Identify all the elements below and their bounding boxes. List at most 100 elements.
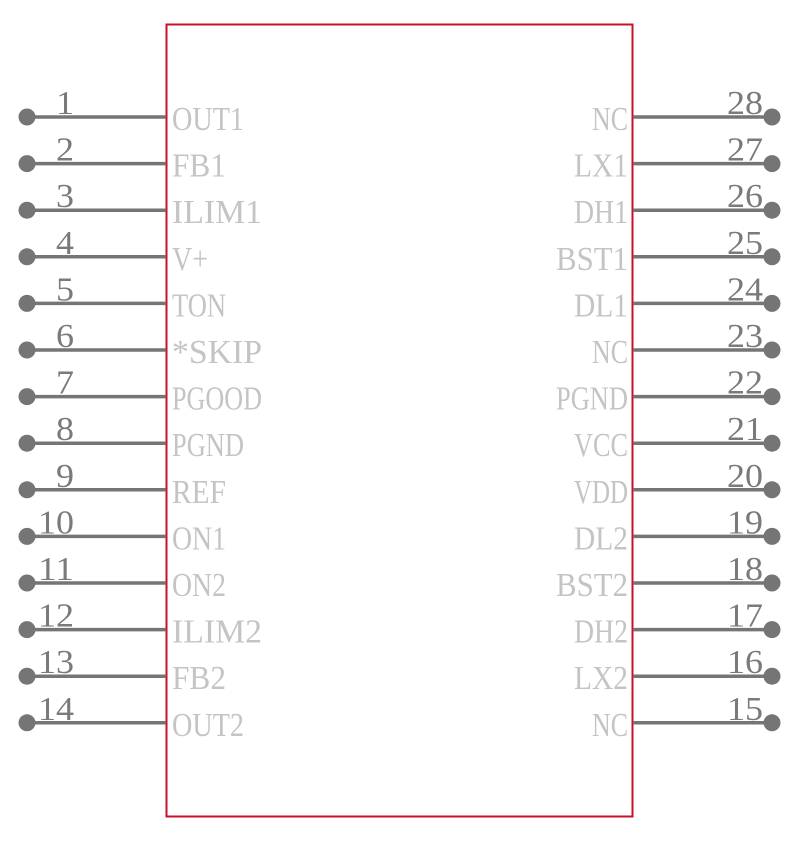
pin-name: LX2: [574, 660, 628, 697]
pin-number: 8: [56, 411, 74, 448]
pin-16: [633, 667, 781, 685]
pin-endpoint-dot[interactable]: [763, 155, 781, 173]
pin-name: DL1: [574, 287, 628, 324]
pin-name: DL2: [574, 520, 628, 557]
pin-number: 20: [727, 458, 763, 495]
pin-name: NC: [592, 101, 628, 138]
pin-endpoint-dot[interactable]: [763, 527, 781, 545]
pin-number: 11: [38, 551, 74, 588]
pin-name: VDD: [574, 474, 628, 511]
pin-name: OUT1: [172, 101, 244, 138]
pin-number: 26: [727, 178, 763, 215]
pin-number: 10: [38, 504, 74, 541]
pin-endpoint-dot[interactable]: [18, 527, 36, 545]
pin-endpoint-dot[interactable]: [763, 248, 781, 266]
pin-endpoint-dot[interactable]: [763, 294, 781, 312]
pin-4: [18, 248, 166, 266]
pin-number: 5: [56, 271, 74, 308]
pin-name: TON: [172, 287, 226, 324]
pin-name: REF: [172, 474, 226, 511]
pin-number: 19: [727, 504, 763, 541]
pin-name: DH1: [574, 194, 628, 231]
pin-12: [18, 621, 166, 639]
pin-endpoint-dot[interactable]: [763, 481, 781, 499]
pin-endpoint-dot[interactable]: [18, 481, 36, 499]
pin-endpoint-dot[interactable]: [18, 108, 36, 126]
pin-endpoint-dot[interactable]: [763, 388, 781, 406]
pin-endpoint-dot[interactable]: [18, 434, 36, 452]
pin-name: OUT2: [172, 707, 244, 744]
pin-number: 17: [727, 598, 763, 635]
pin-name: NC: [592, 707, 628, 744]
pin-endpoint-dot[interactable]: [18, 248, 36, 266]
pin-26: [633, 201, 781, 219]
pin-endpoint-dot[interactable]: [763, 714, 781, 732]
pin-10: [18, 527, 166, 545]
pin-name: PGND: [556, 381, 628, 418]
pin-21: [633, 434, 781, 452]
pin-name: DH2: [574, 614, 628, 651]
pin-name: PGOOD: [172, 381, 262, 418]
pin-number: 4: [56, 225, 74, 262]
pin-5: [18, 294, 166, 312]
pin-name: PGND: [172, 427, 244, 464]
pin-endpoint-dot[interactable]: [18, 201, 36, 219]
pin-endpoint-dot[interactable]: [763, 621, 781, 639]
pin-20: [633, 481, 781, 499]
pin-endpoint-dot[interactable]: [18, 155, 36, 173]
pin-28: [633, 108, 781, 126]
pin-name: BST2: [556, 567, 628, 604]
pin-13: [18, 667, 166, 685]
pin-endpoint-dot[interactable]: [763, 201, 781, 219]
pin-24: [633, 294, 781, 312]
pin-23: [633, 341, 781, 359]
pin-18: [633, 574, 781, 592]
pin-name: ON2: [172, 567, 226, 604]
pin-endpoint-dot[interactable]: [18, 667, 36, 685]
pin-endpoint-dot[interactable]: [763, 574, 781, 592]
pin-endpoint-dot[interactable]: [18, 714, 36, 732]
pin-number: 7: [56, 365, 74, 402]
pin-name: ILIM1: [172, 194, 262, 231]
pin-endpoint-dot[interactable]: [18, 621, 36, 639]
pin-endpoint-dot[interactable]: [18, 574, 36, 592]
pin-endpoint-dot[interactable]: [18, 388, 36, 406]
pin-number: 28: [727, 85, 763, 122]
pin-3: [18, 201, 166, 219]
pin-14: [18, 714, 166, 732]
pin-9: [18, 481, 166, 499]
pin-name: FB2: [172, 660, 226, 697]
pin-25: [633, 248, 781, 266]
pin-15: [633, 714, 781, 732]
pin-name: ILIM2: [172, 614, 262, 651]
pin-number: 2: [56, 132, 74, 169]
pin-number: 13: [38, 644, 74, 681]
pin-number: 15: [727, 691, 763, 728]
pin-number: 27: [727, 132, 763, 169]
pin-19: [633, 527, 781, 545]
pin-22: [633, 388, 781, 406]
pin-number: 23: [727, 318, 763, 355]
pin-number: 25: [727, 225, 763, 262]
pin-endpoint-dot[interactable]: [18, 341, 36, 359]
pin-7: [18, 388, 166, 406]
pin-1: [18, 108, 166, 126]
pin-2: [18, 155, 166, 173]
ic-body: [165, 23, 634, 818]
pin-number: 14: [38, 691, 74, 728]
pin-endpoint-dot[interactable]: [763, 434, 781, 452]
pin-number: 21: [727, 411, 763, 448]
pin-name: NC: [592, 334, 628, 371]
pin-name: FB1: [172, 148, 226, 185]
pin-11: [18, 574, 166, 592]
pin-endpoint-dot[interactable]: [763, 667, 781, 685]
pin-endpoint-dot[interactable]: [763, 108, 781, 126]
pin-number: 16: [727, 644, 763, 681]
pin-endpoint-dot[interactable]: [18, 294, 36, 312]
pin-name: V+: [172, 241, 208, 278]
pin-number: 18: [727, 551, 763, 588]
pin-number: 9: [56, 458, 74, 495]
pin-endpoint-dot[interactable]: [763, 341, 781, 359]
pin-number: 12: [38, 598, 74, 635]
